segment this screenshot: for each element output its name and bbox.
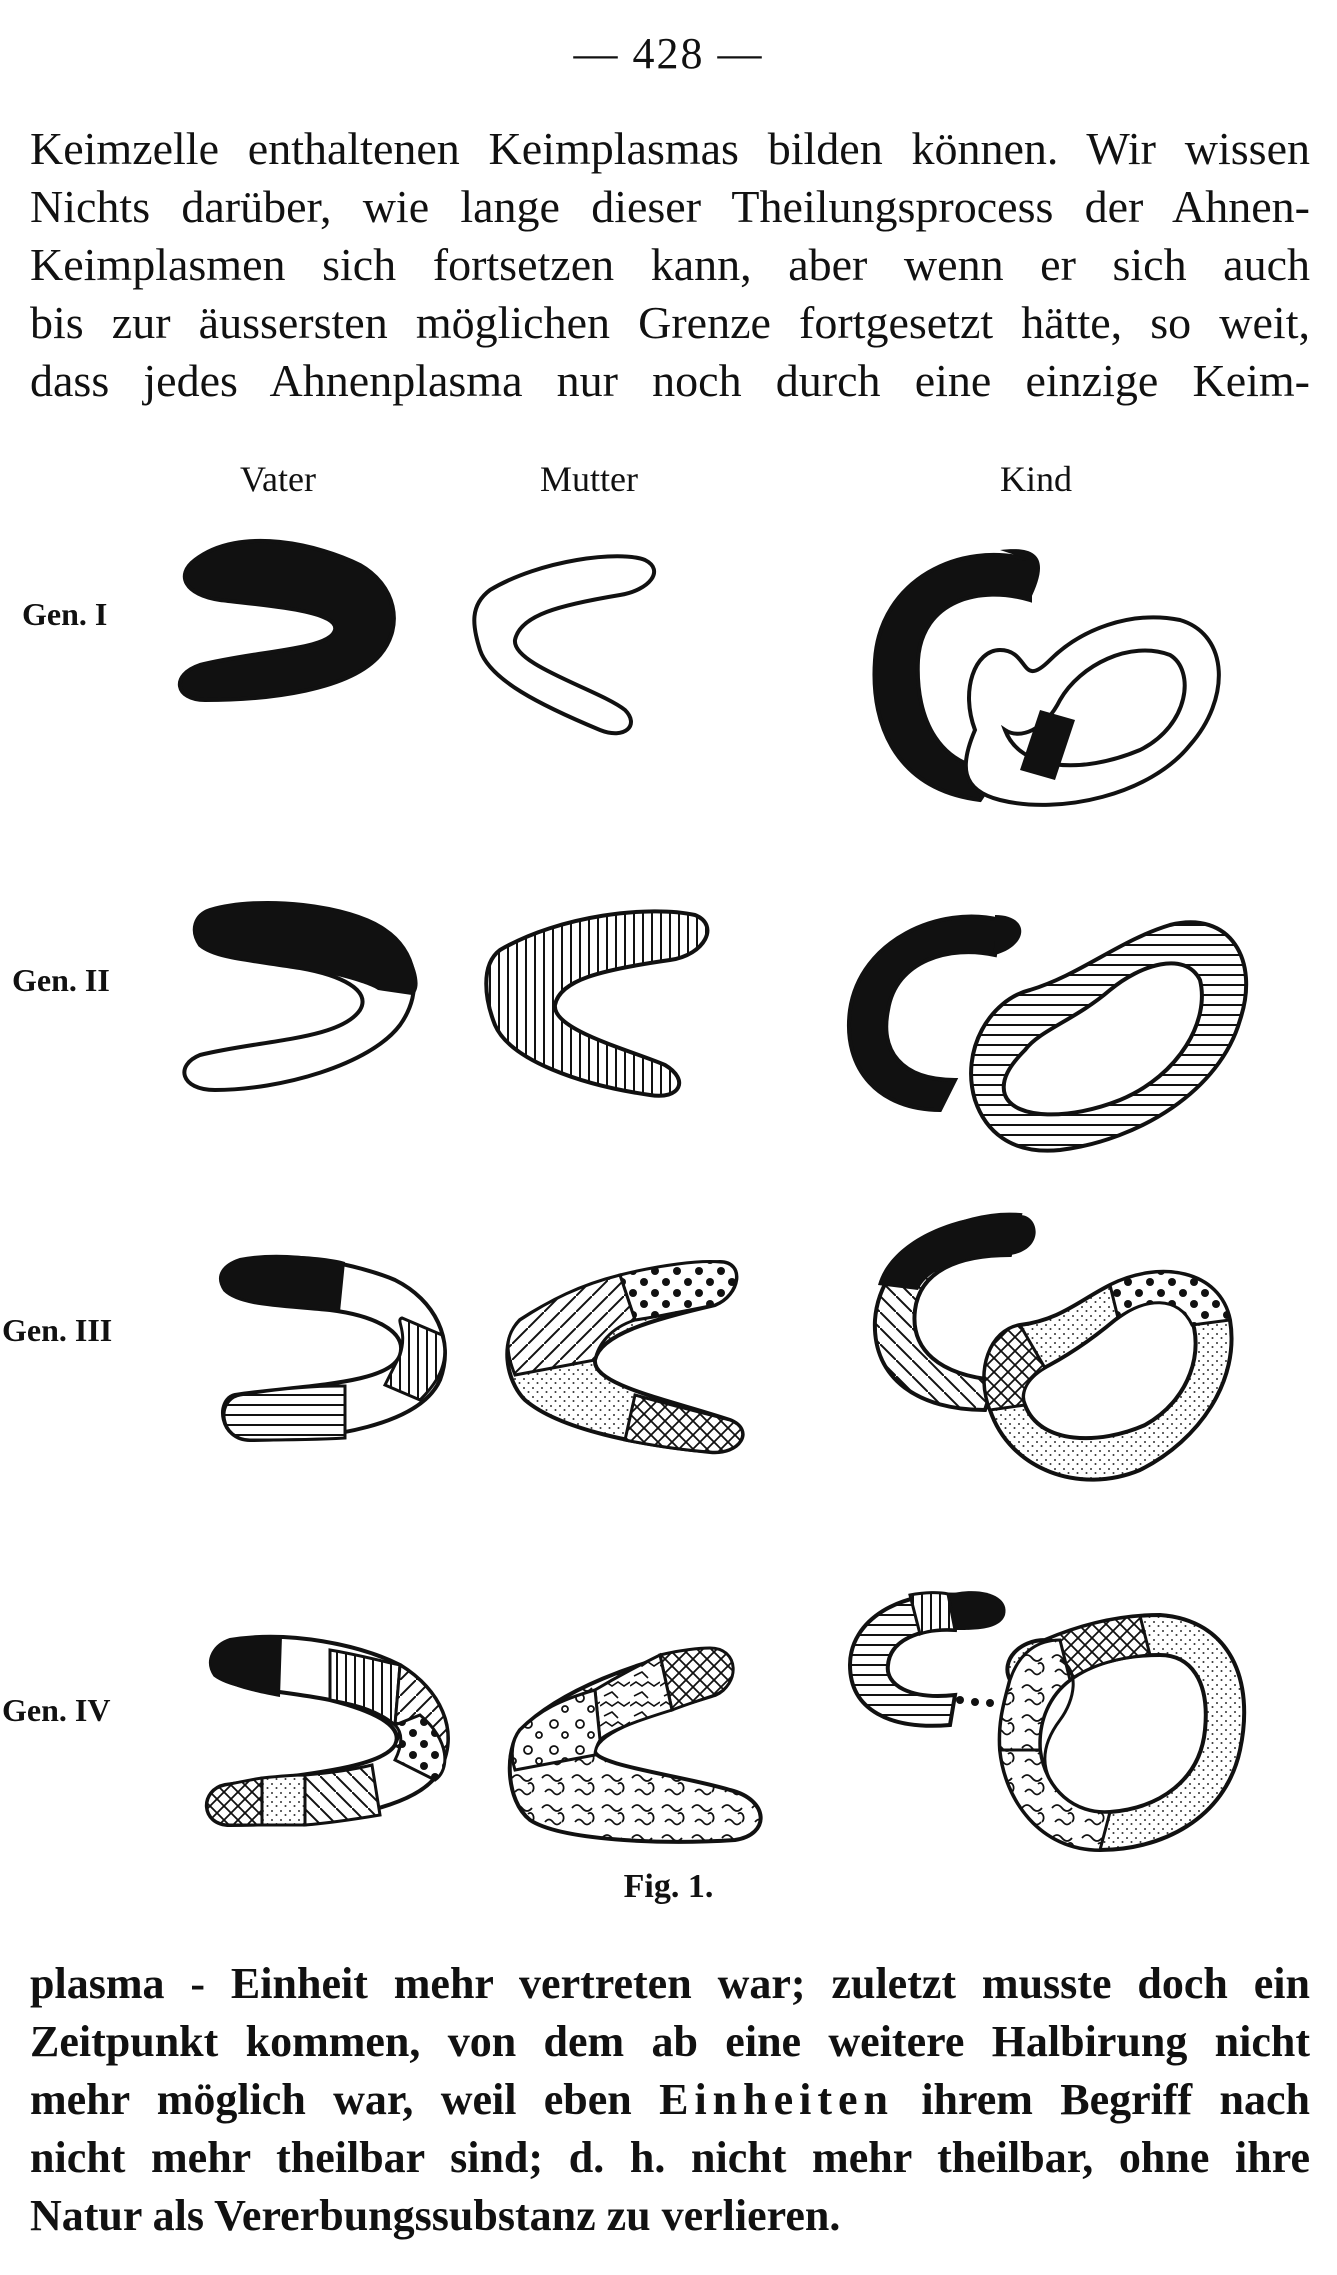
paragraph-top: Keimzelle enthaltenen Keimplasmas bilden… (30, 120, 1310, 410)
text-line: nicht mehr theilbar sind; d. h. nicht me… (30, 2133, 1310, 2182)
text-line: Keimzelle enthaltenen Keimplasmas bilden… (30, 123, 1310, 174)
text-line: dass jedes Ahnenplasma nur noch durch ei… (30, 355, 1310, 406)
gen1-kind-shape (872, 549, 1221, 807)
text-line: plasma - Einheit mehr vertreten war; zul… (30, 1959, 1310, 2008)
row-label-gen-3: Gen. III (2, 1312, 113, 1348)
spaced-term: Einheiten (659, 2075, 895, 2124)
paragraph-bottom: plasma - Einheit mehr vertreten war; zul… (30, 1955, 1310, 2245)
row-label-gen-4: Gen. IV (2, 1692, 111, 1728)
gen1-mutter-shape (472, 554, 657, 736)
figure-caption: Fig. 1. (623, 1868, 714, 1905)
text-line: Zeitpunkt kommen, von dem ab eine weiter… (30, 2017, 1310, 2066)
text-line: mehr möglich war, weil eben Einheiten ih… (30, 2071, 1310, 2129)
text-segment: ihrem Begriff nach (894, 2075, 1310, 2124)
gen3-vater-shape (219, 1254, 447, 1443)
gen4-vater-shape (204, 1634, 450, 1828)
gen3-kind-shape (872, 1212, 1234, 1482)
page-number: — 428 — (573, 29, 764, 78)
gen2-kind-shape (846, 914, 1249, 1153)
text-line: Nichts darüber, wie lange dieser Theilun… (30, 181, 1310, 232)
row-label-gen-2: Gen. II (12, 962, 110, 998)
gen1-vater-shape (178, 538, 396, 703)
gen2-mutter-shape (484, 909, 710, 1098)
text-line: Keimplasmen sich fortsetzen kann, aber w… (30, 239, 1310, 290)
gen3-mutter-shape (505, 1259, 745, 1455)
column-header-mutter: Mutter (540, 459, 638, 499)
gen4-kind-shape (847, 1591, 1247, 1853)
gen2-vater-shape (182, 901, 418, 1093)
text-segment: mehr möglich war, weil eben (30, 2075, 660, 2124)
inheritance-figure (178, 538, 1249, 1853)
text-line: Natur als Vererbungssubstanz zu verliere… (30, 2191, 841, 2240)
text-line: bis zur äussersten möglichen Grenze fort… (30, 297, 1310, 348)
gen4-mutter-shape (507, 1646, 763, 1844)
column-header-kind: Kind (1000, 459, 1072, 499)
row-label-gen-1: Gen. I (22, 596, 108, 632)
column-header-vater: Vater (240, 459, 316, 499)
